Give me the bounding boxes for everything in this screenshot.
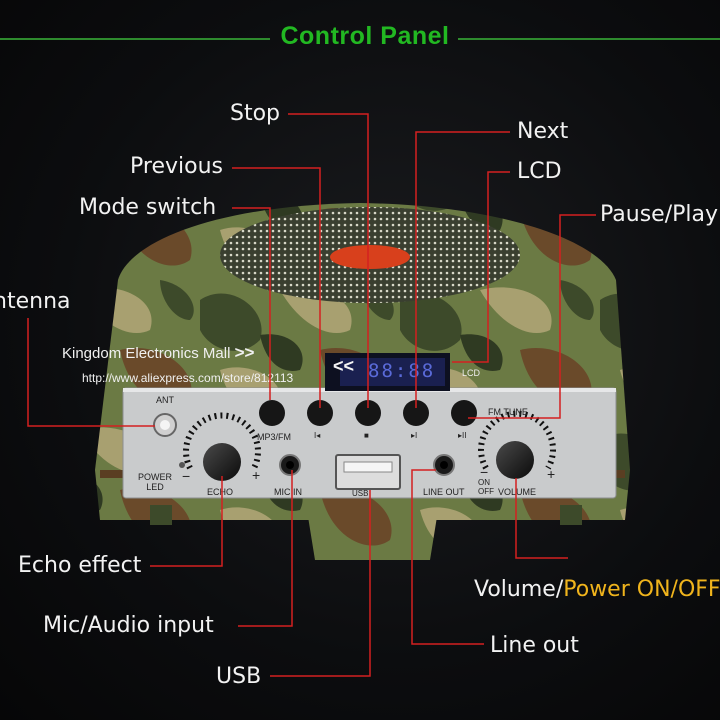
leader-mode-switch bbox=[232, 207, 271, 400]
callout-stop: Stop bbox=[230, 101, 281, 126]
leader-usb bbox=[270, 490, 371, 677]
callout-volume-power: Volume/Power ON/OFF bbox=[474, 577, 720, 603]
callout-mic-input: Mic/Audio input bbox=[43, 613, 214, 638]
echo-minus: − bbox=[182, 468, 191, 484]
leader-echo bbox=[150, 476, 223, 567]
lcd-label: LCD bbox=[462, 368, 481, 378]
callout-usb: USB bbox=[216, 664, 262, 689]
echo-plus: + bbox=[252, 467, 261, 483]
callout-mode-switch: Mode switch bbox=[79, 195, 217, 220]
shop-arrows: >> bbox=[234, 343, 255, 362]
shop-watermark: Kingdom Electronics Mall >> bbox=[62, 343, 254, 363]
lcd-display: 88:88 bbox=[368, 360, 436, 382]
callout-echo-effect: Echo effect bbox=[18, 553, 142, 578]
header-line-left bbox=[0, 38, 270, 40]
fm-tune-label: FM TUNE bbox=[488, 407, 528, 417]
mic-in-label: MIC IN bbox=[274, 487, 302, 497]
volume-plus: + bbox=[547, 466, 556, 482]
header-line-right bbox=[458, 38, 720, 40]
callout-lcd: LCD bbox=[517, 159, 562, 184]
shop-name: Kingdom Electronics Mall bbox=[62, 345, 231, 362]
ant-label: ANT bbox=[156, 395, 174, 405]
leader-mic bbox=[238, 470, 293, 627]
callout-power-text: Power ON/OFF bbox=[563, 577, 720, 602]
callout-previous: Previous bbox=[130, 154, 223, 179]
callout-volume-text: Volume/ bbox=[474, 577, 564, 602]
power-led-label: POWER LED bbox=[138, 472, 173, 492]
volume-minus: − bbox=[480, 464, 489, 480]
play-symbol: ▸II bbox=[458, 431, 467, 440]
leader-next bbox=[415, 131, 510, 408]
callout-pause-play: Pause/Play bbox=[600, 202, 718, 227]
leader-lcd bbox=[452, 171, 510, 363]
callout-next: Next bbox=[517, 119, 569, 144]
on-off-label: ON OFF bbox=[478, 478, 494, 496]
prev-symbol: I◂ bbox=[314, 431, 321, 440]
stop-symbol: ■ bbox=[364, 431, 369, 440]
leader-pause-play bbox=[468, 214, 596, 419]
leader-antenna bbox=[27, 318, 155, 427]
lcd-back-arrows: << bbox=[333, 356, 355, 376]
leader-volume bbox=[515, 478, 568, 559]
next-symbol: ▸I bbox=[411, 431, 418, 440]
page-title: Control Panel bbox=[280, 22, 450, 50]
echo-label: ECHO bbox=[207, 487, 234, 497]
callout-antenna: Antenna bbox=[0, 289, 71, 314]
leader-previous bbox=[232, 167, 321, 408]
volume-label: VOLUME bbox=[498, 487, 537, 497]
leader-line-out bbox=[411, 469, 484, 645]
callout-line-out: Line out bbox=[490, 633, 579, 658]
usb-port-label: USB bbox=[352, 489, 369, 498]
store-url: http://www.aliexpress.com/store/812113 bbox=[82, 371, 294, 385]
line-out-label: LINE OUT bbox=[423, 487, 465, 497]
leader-stop bbox=[288, 113, 369, 408]
mode-button-label: MP3/FM bbox=[257, 432, 292, 442]
